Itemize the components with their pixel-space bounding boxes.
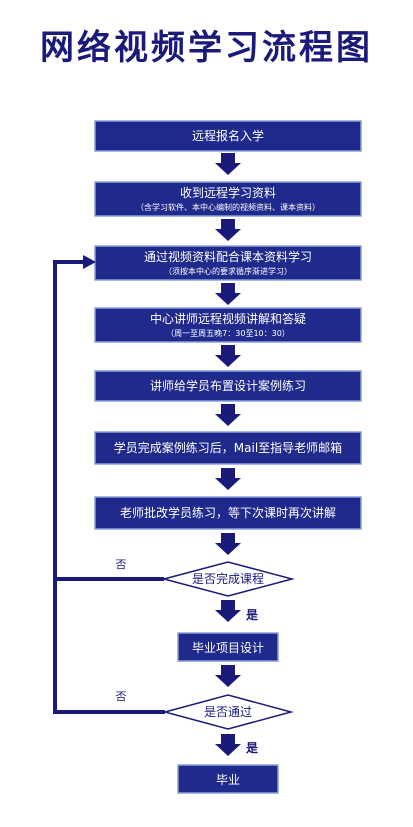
arrow-down: [215, 734, 241, 756]
arrow-down: [215, 219, 241, 241]
step-note: （周一至周五晚7：30至10：30）: [166, 328, 290, 338]
decision-diamond: [162, 694, 294, 730]
step-box: [94, 370, 362, 402]
decision-diamond: [161, 561, 295, 597]
loop-arrowhead: [83, 255, 96, 269]
step-box: [177, 632, 279, 662]
step-box: [94, 181, 362, 217]
arrow-down: [215, 533, 241, 555]
decision-question: 是否完成课程: [192, 571, 264, 586]
arrow-down: [215, 283, 241, 305]
step-box: [94, 245, 362, 281]
arrow-down: [215, 345, 241, 367]
step-box: [94, 120, 362, 152]
step-title: 学员完成案例练习后，Mail至指导老师邮箱: [114, 440, 342, 455]
step-title: 讲师给学员布置设计案例练习: [150, 378, 306, 393]
step-box: [94, 307, 362, 343]
step-title: 老师批改学员练习，等下次课时再次讲解: [120, 505, 336, 520]
final-box: [177, 764, 279, 794]
yes-label: 是: [245, 741, 259, 755]
final-label: 毕业: [216, 773, 240, 787]
no-label: 否: [116, 558, 127, 571]
step-title: 中心讲师远程视频讲解和答疑: [150, 311, 306, 326]
arrow-down: [215, 665, 241, 687]
decision-question: 是否通过: [204, 705, 252, 719]
arrow-down: [215, 404, 241, 426]
step-title: 通过视频资料配合课本资料学习: [144, 249, 312, 264]
loop-line: [53, 579, 165, 714]
step-note: （含学习软件、本中心编制的视频资料、课本资料）: [136, 202, 320, 212]
step-title: 毕业项目设计: [192, 641, 264, 655]
step-title: 远程报名入学: [192, 128, 264, 143]
step-box: [94, 431, 362, 465]
step-box: [94, 496, 362, 530]
page-title: 网络视频学习流程图: [40, 28, 373, 68]
arrow-down: [215, 468, 241, 490]
step-title: 收到远程学习资料: [180, 185, 276, 200]
yes-label: 是: [245, 608, 259, 622]
arrow-down: [215, 600, 241, 622]
step-note: （须按本中心的要求循序渐进学习）: [164, 266, 292, 276]
arrow-down: [215, 153, 241, 175]
loop-line: [53, 260, 164, 581]
no-label: 否: [116, 690, 127, 703]
